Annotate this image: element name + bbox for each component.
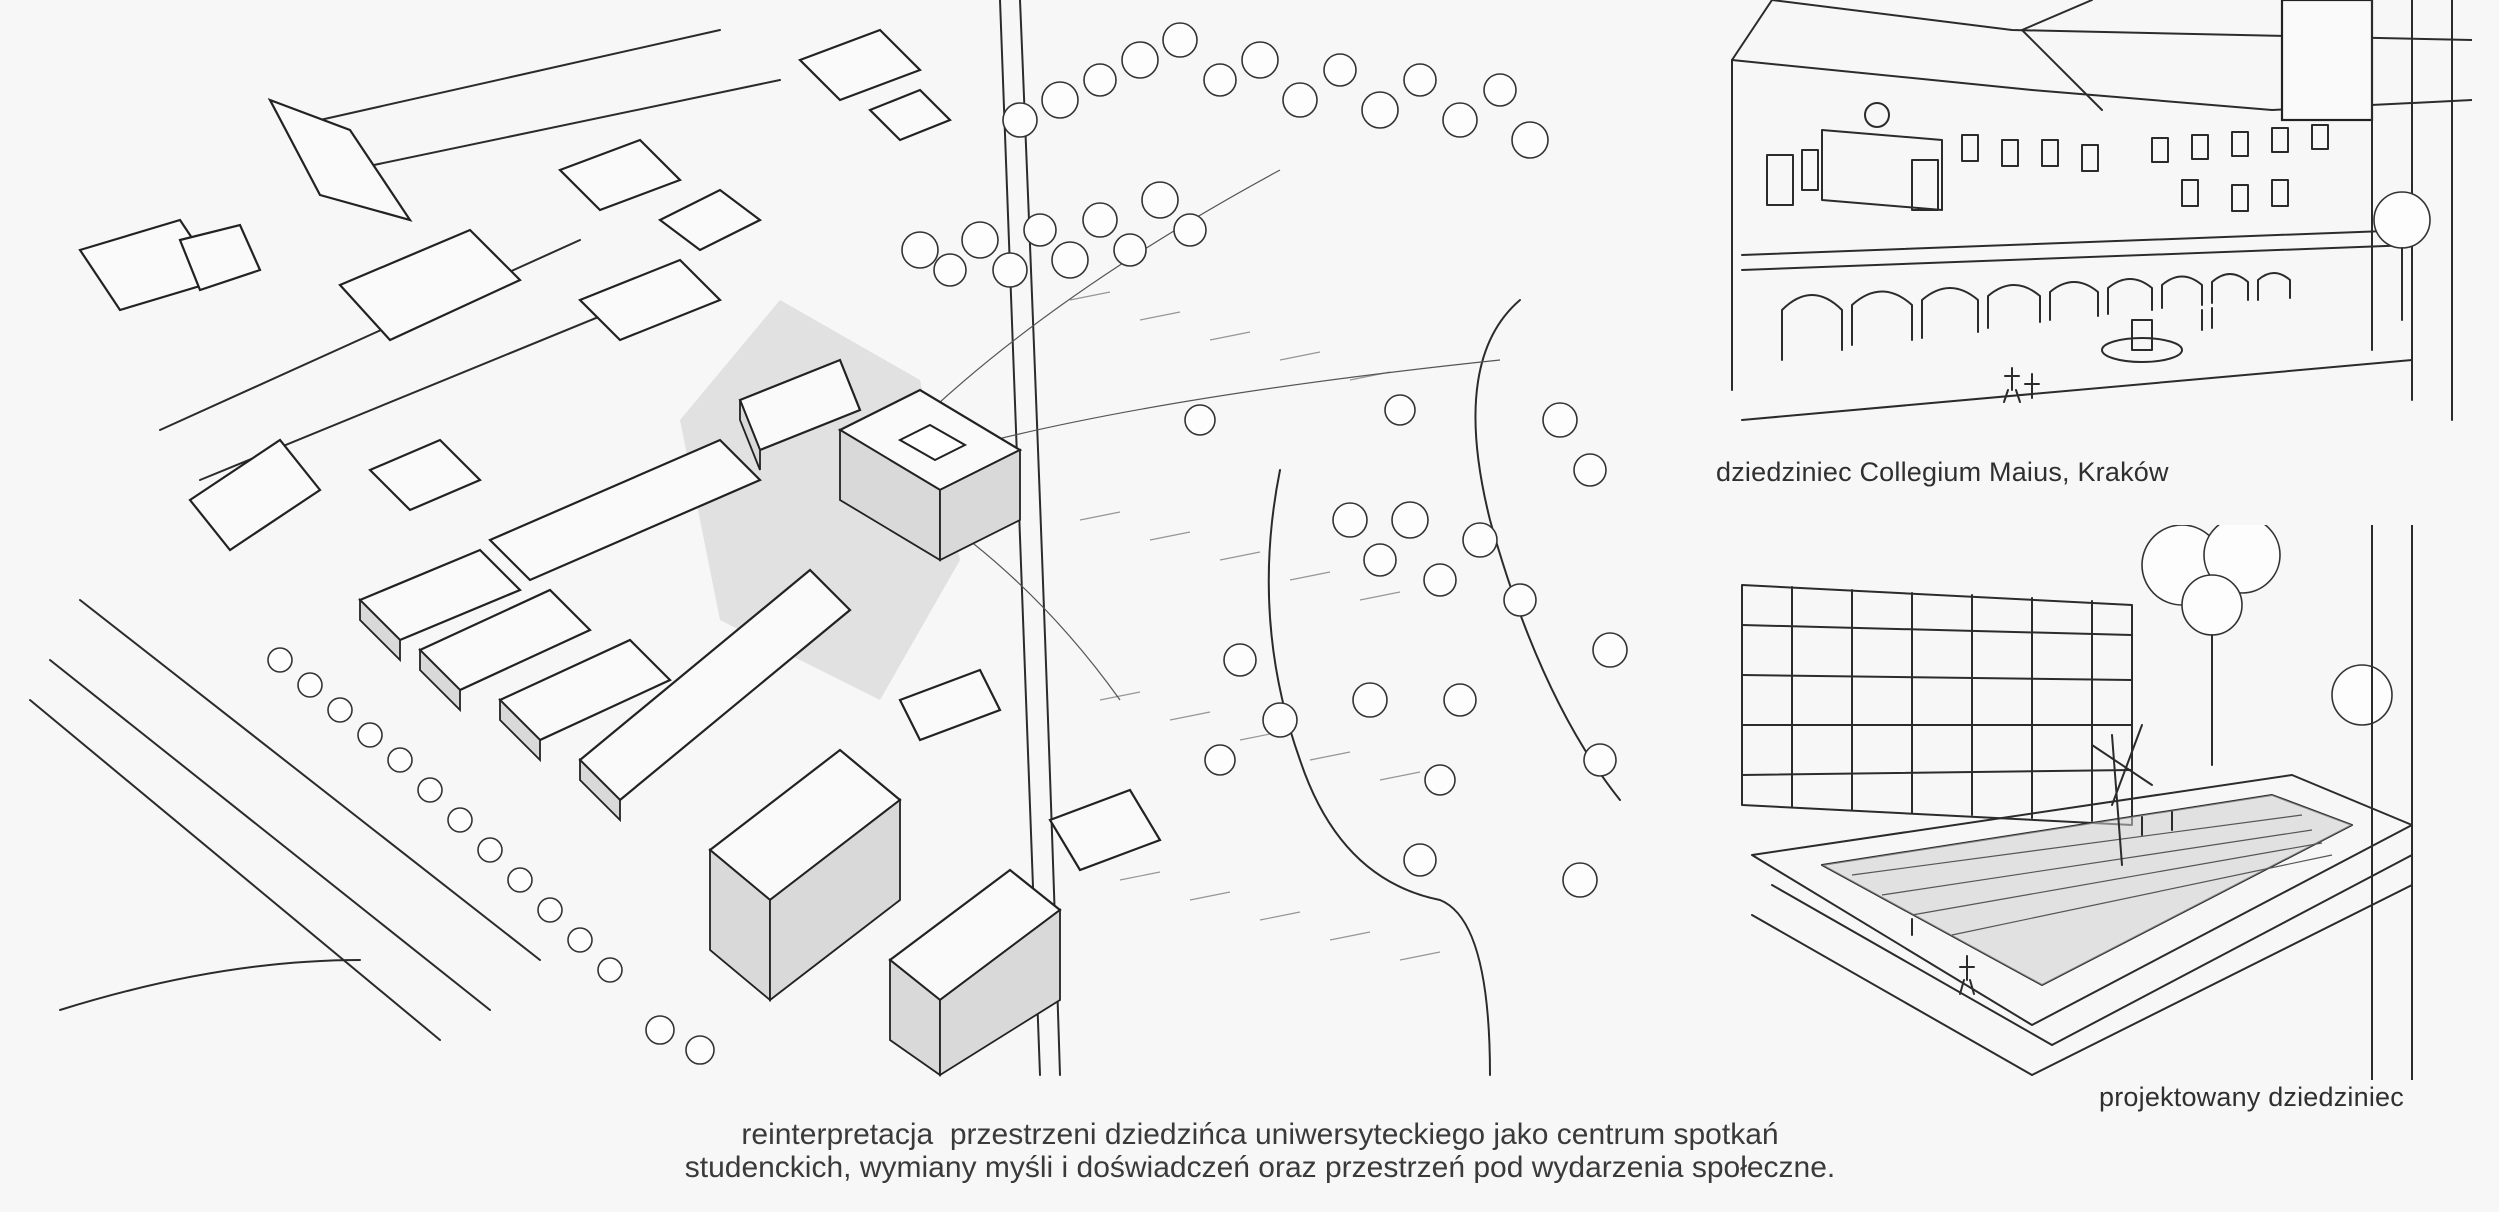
designed-courtyard-sketch	[1741, 525, 2413, 1080]
old-courtyard-caption: dziedziniec Collegium Maius, Kraków	[1716, 457, 2169, 487]
collegium-maius-courtyard-sketch	[1731, 0, 2472, 421]
new-courtyard-caption: projektowany dziedziniec	[2099, 1082, 2404, 1112]
aerial-site-sketch	[29, 0, 1628, 1077]
main-caption-line-2: studenckich, wymiany myśli i doświadczeń…	[684, 1151, 1836, 1184]
main-caption: reinterpretacja przestrzeni dziedzińca u…	[560, 1118, 1960, 1184]
main-caption-line-1: reinterpretacja przestrzeni dziedzińca u…	[741, 1118, 1779, 1151]
